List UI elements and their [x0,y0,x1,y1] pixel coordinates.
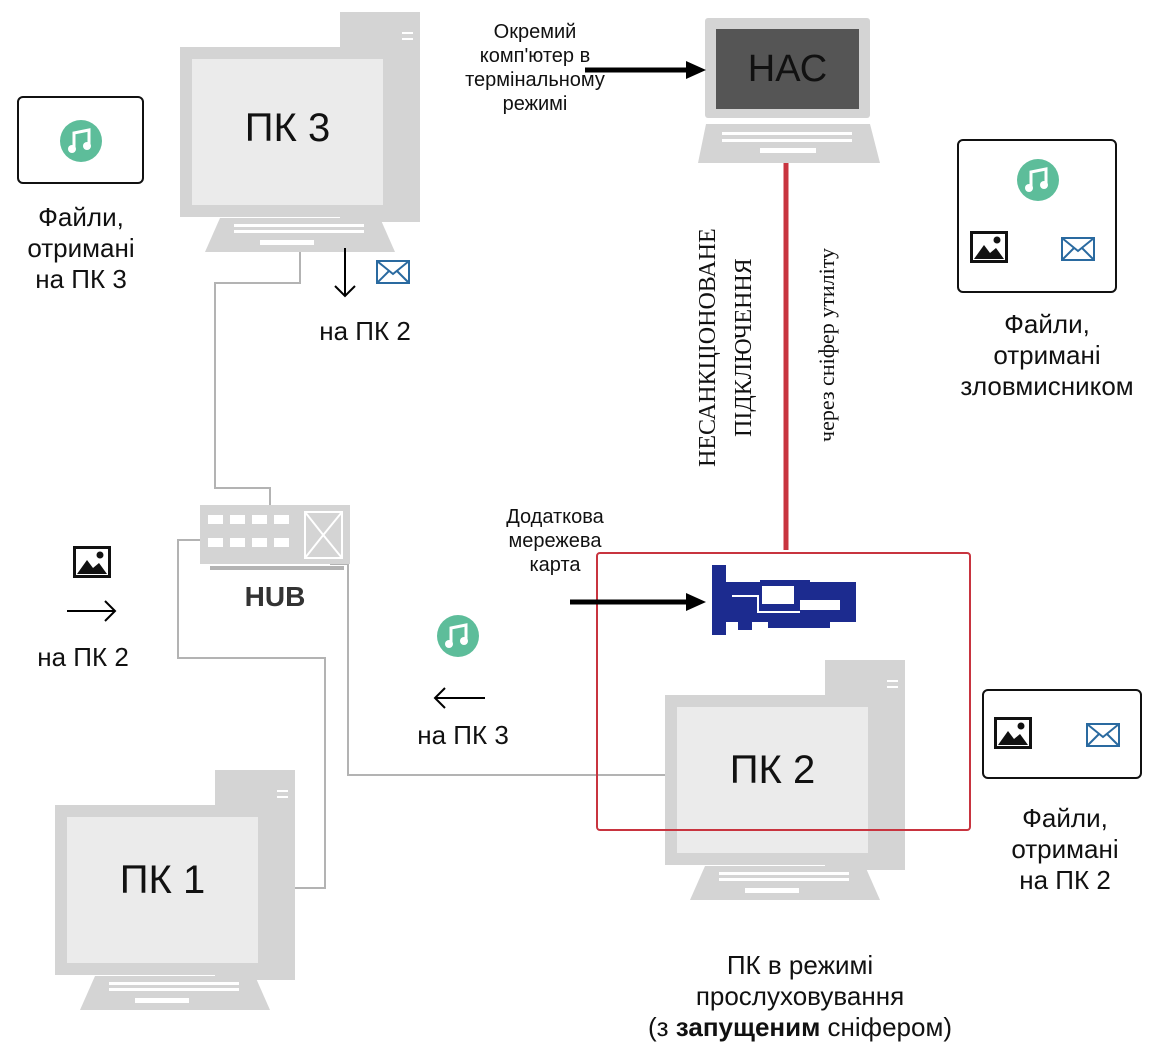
music-icon [1015,157,1061,203]
to-pc2-top-label: на ПК 2 [319,316,411,346]
image-icon [73,546,111,578]
files-attacker-caption: Файли, отримані зловмисником [960,309,1134,401]
mail-icon [376,260,410,284]
arrow-icon [67,248,485,709]
separate-pc-label: Окремий комп'ютер в термінальному режимі [465,21,605,115]
music-icon [58,118,104,164]
attacker-laptop [698,18,880,163]
network-card-icon [712,565,856,635]
music-icon [435,613,481,659]
files-pc3-caption: Файли, отримані на ПК 3 [27,202,135,294]
hub-icon [200,505,350,570]
extra-nic-label: Додаткова мережева карта [506,506,604,576]
to-pc3-label: на ПК 3 [417,720,509,750]
mail-icon [1061,237,1095,261]
sniff-mode-caption: ПК в режимі прослуховування (з запущеним… [647,950,952,1042]
files-box-pc3 [17,96,144,184]
files-box-pc2 [982,689,1142,779]
image-icon [970,231,1008,263]
via-sniffer-label: через сніфер утиліту [814,247,839,443]
pc2-label: ПК 2 [729,748,816,792]
mail-icon [1086,723,1120,747]
files-box-attacker [957,139,1117,293]
pc1-label: ПК 1 [119,858,206,902]
to-pc2-left-label: на ПК 2 [37,642,129,672]
sniffer-pc-box [596,552,971,831]
hub-label: HUB [244,581,306,612]
image-icon [994,717,1032,749]
unauthorized-connection-label: НЕСАНКЦІОНОВАНЕ ПІДКЛЮЧЕННЯ [695,228,757,468]
attacker-label: НАС [747,48,828,90]
arrow-icon [570,61,706,611]
cable-pc1-hub [177,539,326,889]
files-pc2-caption: Файли, отримані на ПК 2 [1011,803,1119,895]
pc3-label: ПК 3 [244,106,331,150]
cable-pc3-hub [214,252,301,505]
